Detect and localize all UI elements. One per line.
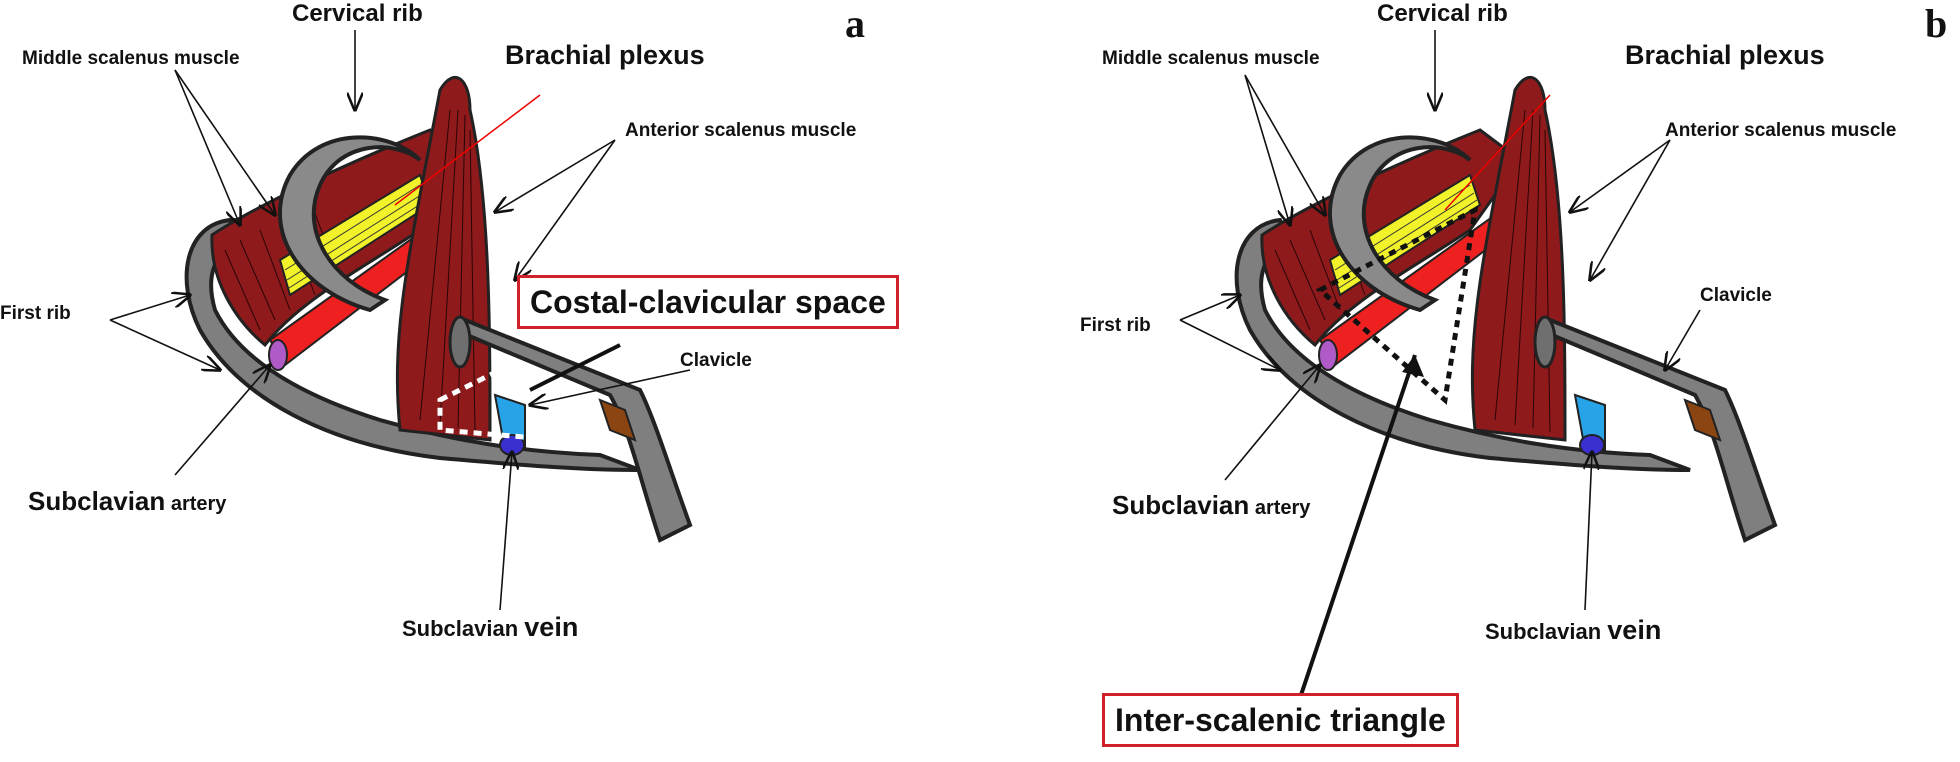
highlight-box-a: Costal-clavicular space (517, 275, 899, 329)
label-clavicle: Clavicle (680, 350, 752, 371)
subclavian-vein-first: Subclavian (1485, 619, 1608, 644)
label-first-rib: First rib (0, 303, 71, 324)
subclavian-vein-first: Subclavian (402, 616, 525, 641)
label-middle-scalenus: Middle scalenus muscle (22, 48, 240, 69)
cervical-rib-shape (278, 135, 422, 313)
first-rib-shape (184, 217, 641, 472)
label-anterior-scalenus: Anterior scalenus muscle (625, 120, 857, 141)
label-clavicle: Clavicle (1700, 285, 1772, 306)
label-cervical-rib: Cervical rib (1377, 0, 1508, 27)
label-subclavian-artery: Subclavian artery (28, 486, 226, 517)
subclavian-artery-rest: artery (1249, 497, 1311, 519)
panel-letter-a: a (845, 1, 865, 46)
panel-a: Cervical rib Middle scalenus muscle Brac… (0, 0, 899, 643)
subclavian-artery-bold: Subclavian (28, 486, 166, 516)
label-brachial-plexus: Brachial plexus (505, 40, 705, 70)
panel-b: Cervical rib Middle scalenus muscle Brac… (1080, 0, 1960, 762)
anterior-scalenus-shape (1470, 75, 1567, 442)
subclavian-vein-bold: vein (1607, 615, 1662, 645)
label-anterior-scalenus: Anterior scalenus muscle (1665, 120, 1897, 141)
panel-letter-b: b (1925, 1, 1948, 46)
label-brachial-plexus: Brachial plexus (1625, 40, 1825, 70)
cervical-rib-shape (1328, 135, 1472, 313)
label-subclavian-vein: Subclavian vein (1485, 615, 1661, 646)
subclavian-vein-bold: vein (524, 612, 579, 642)
anatomy-drawing-a (109, 30, 693, 611)
first-rib-shape (1234, 217, 1691, 472)
subclavian-artery-bold: Subclavian (1112, 490, 1250, 520)
costal-clavicular-outline (437, 366, 566, 443)
clavicle-shape (1536, 317, 1778, 543)
label-middle-scalenus: Middle scalenus muscle (1102, 48, 1320, 69)
label-subclavian-vein: Subclavian vein (402, 612, 578, 643)
label-subclavian-artery: Subclavian artery (1112, 490, 1310, 521)
highlight-box-b: Inter-scalenic triangle (1102, 693, 1459, 747)
anatomy-drawing-b (1179, 30, 1778, 699)
subclavian-artery-rest: artery (165, 493, 227, 515)
anterior-scalenus-shape (395, 75, 492, 442)
label-cervical-rib: Cervical rib (292, 0, 423, 27)
label-first-rib: First rib (1080, 315, 1151, 336)
